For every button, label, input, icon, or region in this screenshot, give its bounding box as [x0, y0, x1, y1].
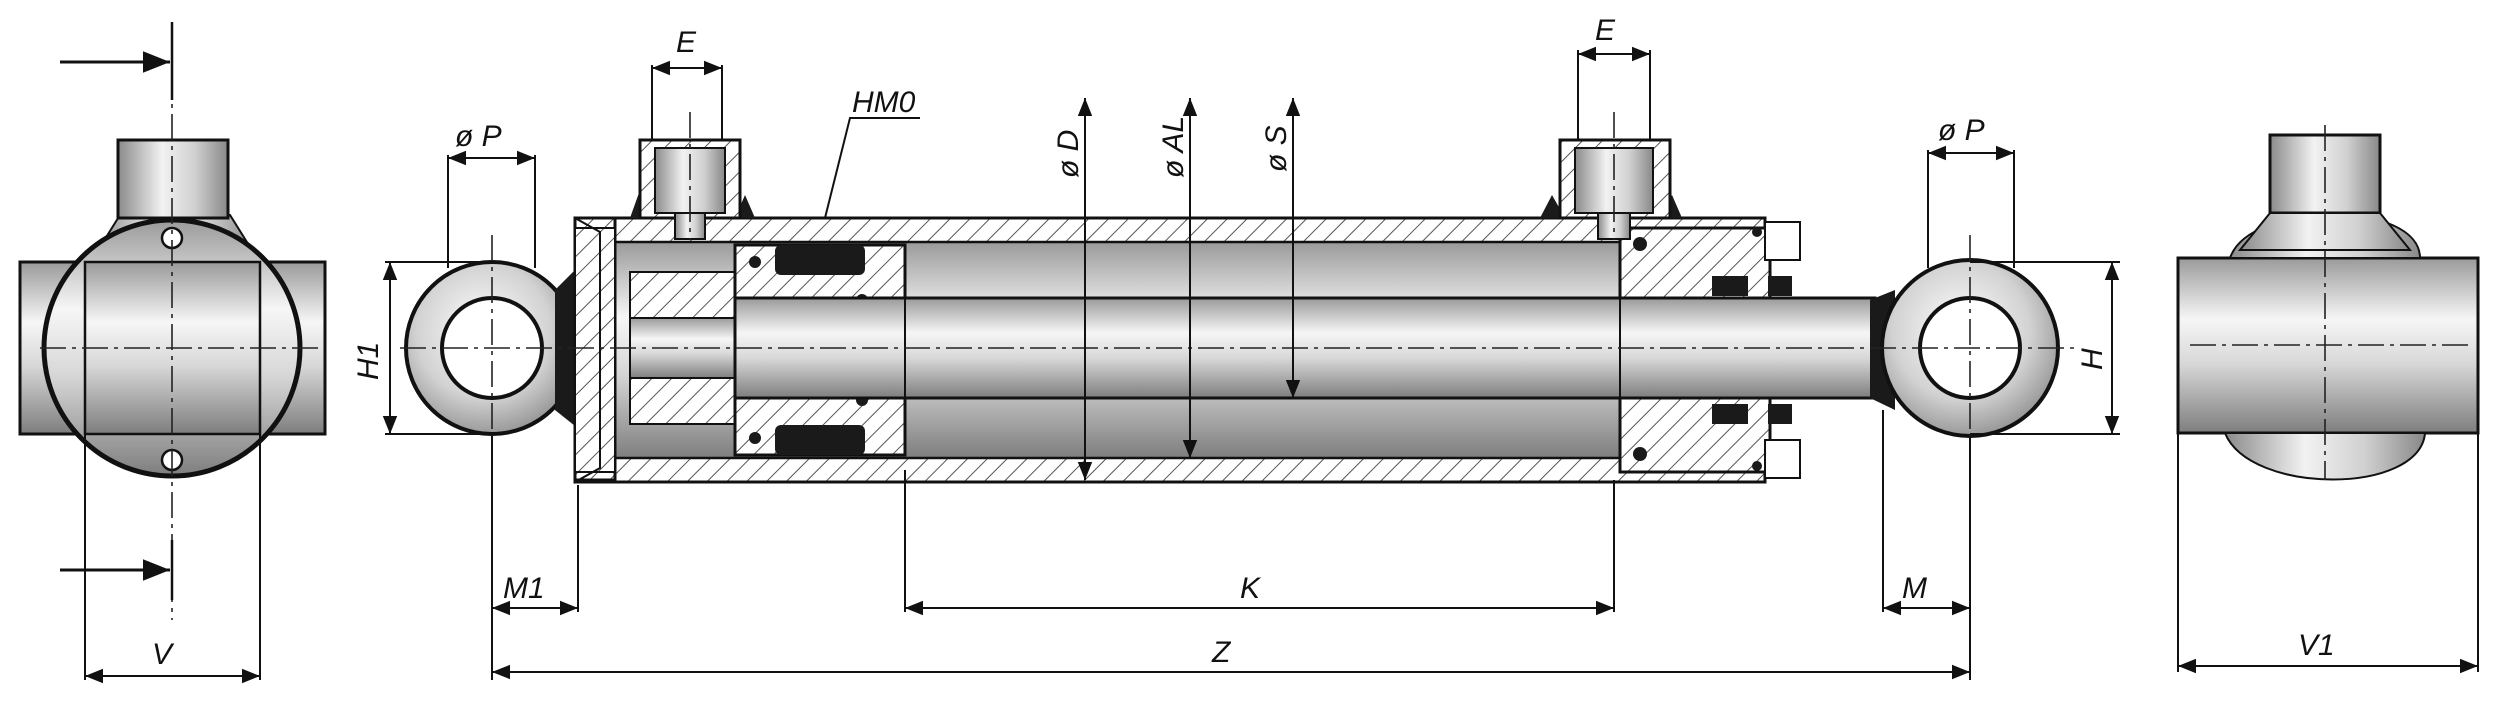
left-end-view	[18, 22, 327, 620]
label-v: V	[152, 638, 175, 671]
dimension-labels: E E HM0 ø P ø P ø D ø AL ø S H1 H M1 K M…	[152, 14, 2335, 671]
cylinder-section	[400, 112, 2080, 484]
label-d: ø D	[1052, 130, 1085, 178]
right-end-view	[2176, 125, 2480, 481]
label-m: M	[1902, 572, 1927, 605]
label-hm0: HM0	[852, 86, 916, 119]
label-k: K	[1240, 572, 1262, 605]
dimension-lines	[84, 46, 2479, 684]
label-p-right: ø P	[1938, 114, 1985, 147]
label-z: Z	[1211, 636, 1232, 669]
label-p-left: ø P	[455, 120, 502, 153]
label-m1: M1	[503, 572, 545, 605]
label-v1: V1	[2298, 629, 2335, 662]
label-al: ø AL	[1157, 116, 1190, 178]
label-s: ø S	[1260, 125, 1293, 172]
label-h1: H1	[352, 342, 385, 380]
label-e-left: E	[676, 26, 697, 59]
label-h: H	[2076, 348, 2109, 370]
label-e-right: E	[1595, 14, 1616, 47]
